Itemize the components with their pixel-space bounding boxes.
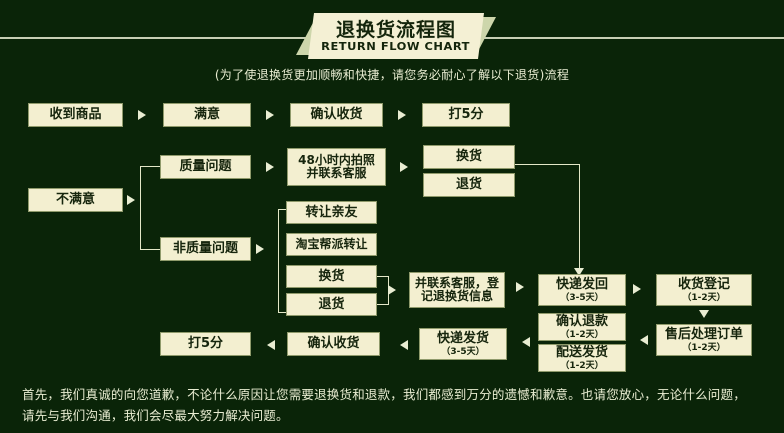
node-unsatisfied[interactable]: 不满意 (28, 188, 123, 212)
arrow-right-icon (388, 285, 396, 295)
node-exchange-quality[interactable]: 换货 (423, 145, 515, 169)
connector-line (377, 304, 388, 305)
connector-line (278, 209, 279, 313)
arrow-down-icon (699, 310, 709, 318)
connector-line (140, 166, 141, 250)
arrow-right-icon (266, 162, 274, 172)
node-receipt-registration[interactable]: 收货登记 （1-2天） (656, 274, 752, 306)
arrow-down-icon (574, 268, 584, 276)
node-contact-service-register[interactable]: 并联系客服，登 记退换货信息 (409, 272, 505, 308)
node-return-non-quality[interactable]: 退货 (286, 293, 377, 316)
footer-line-2: 请先与我们沟通，我们会尽最大努力解决问题。 (22, 408, 289, 423)
node-photo-contact-service[interactable]: 48小时内拍照 并联系客服 (287, 148, 386, 186)
node-delivery-shipment[interactable]: 配送发货 （1-2天） (538, 344, 626, 372)
node-rate-5-top[interactable]: 打5分 (422, 103, 510, 127)
connector-line (278, 209, 288, 210)
node-non-quality-issue[interactable]: 非质量问题 (160, 237, 251, 261)
node-received-goods[interactable]: 收到商品 (28, 103, 123, 127)
page-title-cn: 退换货流程图 (335, 18, 456, 41)
node-taobao-group-transfer[interactable]: 淘宝帮派转让 (286, 233, 377, 256)
node-aftersales-process-order[interactable]: 售后处理订单 （1-2天） (656, 324, 752, 356)
node-express-send-back[interactable]: 快递发回 （3-5天） (538, 274, 626, 306)
arrow-left-icon (400, 340, 408, 350)
node-confirm-receipt-bottom[interactable]: 确认收货 (287, 332, 380, 356)
arrow-right-icon (127, 195, 135, 205)
arrow-right-icon (266, 110, 274, 120)
arrow-right-icon (138, 110, 146, 120)
title-banner: 退换货流程图 RETURN FLOW CHART (296, 13, 496, 59)
arrow-right-icon (256, 244, 264, 254)
connector-line (140, 166, 160, 167)
arrow-left-icon (267, 340, 275, 350)
arrow-right-icon (398, 110, 406, 120)
node-exchange-non-quality[interactable]: 换货 (286, 265, 377, 288)
node-confirm-receipt-top[interactable]: 确认收货 (290, 103, 383, 127)
arrow-left-icon (640, 335, 648, 345)
page-title-en: RETURN FLOW CHART (321, 39, 471, 53)
node-express-shipment[interactable]: 快递发货 （3-5天） (419, 328, 507, 360)
node-transfer-to-friend[interactable]: 转让亲友 (286, 201, 377, 224)
subtitle: (为了使退换货更加顺畅和快捷，请您务必耐心了解以下退货)流程 (214, 68, 570, 82)
node-rate-5-bottom[interactable]: 打5分 (160, 332, 251, 356)
connector-line (140, 249, 160, 250)
node-confirm-refund[interactable]: 确认退款 （1-2天） (538, 313, 626, 341)
footer-note: 首先，我们真诚的向您道歉，不论什么原因让您需要退换货和退款，我们都感到万分的遗憾… (22, 384, 772, 426)
arrow-right-icon (516, 282, 524, 292)
footer-line-1: 首先，我们真诚的向您道歉，不论什么原因让您需要退换货和退款，我们都感到万分的遗憾… (22, 387, 746, 402)
arrow-right-icon (633, 284, 641, 294)
node-return-quality[interactable]: 退货 (423, 173, 515, 197)
node-satisfied[interactable]: 满意 (163, 103, 251, 127)
banner-body: 退换货流程图 RETURN FLOW CHART (308, 13, 484, 59)
node-quality-issue[interactable]: 质量问题 (160, 155, 251, 179)
connector-line (278, 312, 288, 313)
connector-line (579, 164, 580, 269)
arrow-left-icon (522, 337, 530, 347)
connector-line (377, 276, 388, 277)
arrow-right-icon (400, 162, 408, 172)
connector-line (515, 164, 580, 165)
